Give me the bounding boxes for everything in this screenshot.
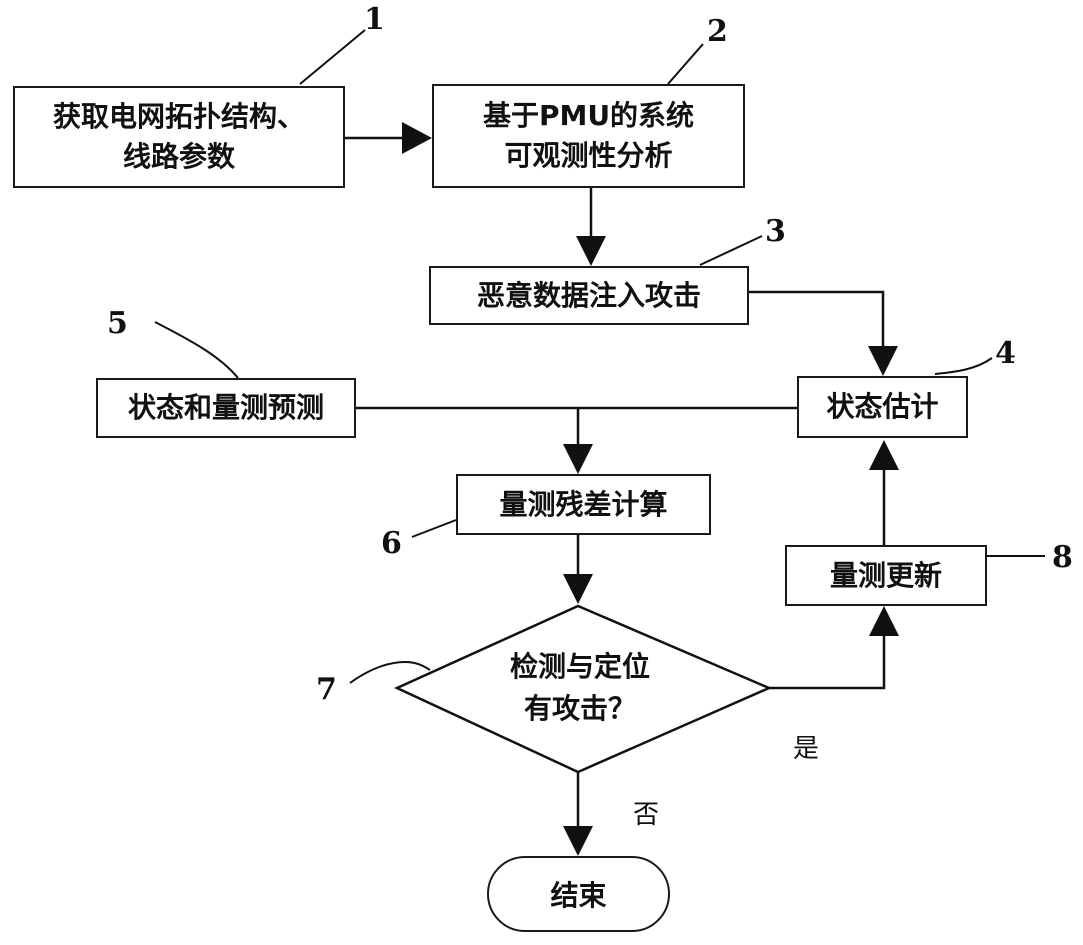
leader-7 (349, 660, 431, 684)
attack-box: 恶意数据注入攻击 (429, 266, 749, 325)
estimation-box: 状态估计 (797, 376, 968, 438)
observability-box: 基于PMU的系统 可观测性分析 (432, 84, 745, 188)
detect-line1: 检测与定位 (509, 650, 650, 683)
arrowhead-4 (563, 444, 593, 474)
estimation-label: 状态估计 (826, 390, 939, 423)
residual-box: 量测残差计算 (456, 474, 711, 535)
label-number-5: 5 (107, 306, 128, 341)
update-label: 量测更新 (829, 558, 942, 592)
leader-5 (154, 321, 239, 379)
observability-line2: 可观测性分析 (504, 139, 673, 172)
leader-3 (699, 235, 763, 266)
label-number-1: 1 (364, 2, 385, 37)
topology-box: 获取电网拓扑结构、 线路参数 (13, 86, 345, 188)
prediction-label: 状态和量测预测 (127, 391, 324, 424)
arrowhead-8 (563, 826, 593, 856)
prediction-box: 状态和量测预测 (96, 378, 356, 438)
leader-2 (667, 43, 704, 85)
label-number-2: 2 (707, 14, 728, 49)
arrowhead-3 (868, 346, 898, 376)
label-number-4: 4 (995, 336, 1016, 371)
topology-line1: 获取电网拓扑结构、 (52, 100, 305, 133)
arrow-yes-to-update (769, 632, 886, 690)
leader-4 (934, 357, 993, 375)
label-number-8: 8 (1052, 540, 1073, 575)
arrowhead-7 (869, 440, 899, 470)
label-number-6: 6 (381, 526, 402, 561)
branch-yes-label: 是 (793, 734, 820, 764)
update-box: 量测更新 (785, 545, 987, 606)
end-label: 结束 (550, 879, 607, 912)
end-terminal: 结束 (487, 856, 670, 932)
residual-label: 量测残差计算 (499, 487, 668, 521)
observability-line1: 基于PMU的系统 (482, 99, 695, 132)
leader-6 (411, 519, 457, 538)
attack-label: 恶意数据注入攻击 (476, 278, 701, 312)
label-number-7: 7 (316, 672, 337, 707)
arrowhead-1 (402, 122, 432, 154)
arrowhead-2 (576, 236, 606, 266)
topology-line2: 线路参数 (122, 140, 235, 173)
leader-1 (299, 29, 366, 85)
arrowhead-6 (869, 606, 899, 636)
branch-no-label: 否 (633, 800, 660, 830)
label-number-3: 3 (765, 214, 786, 249)
arrow-attack-to-estimation (749, 290, 885, 350)
arrowhead-5 (563, 574, 593, 604)
detect-line2: 有攻击？ (523, 692, 636, 725)
detect-text: 检测与定位 有攻击？ (430, 646, 730, 730)
